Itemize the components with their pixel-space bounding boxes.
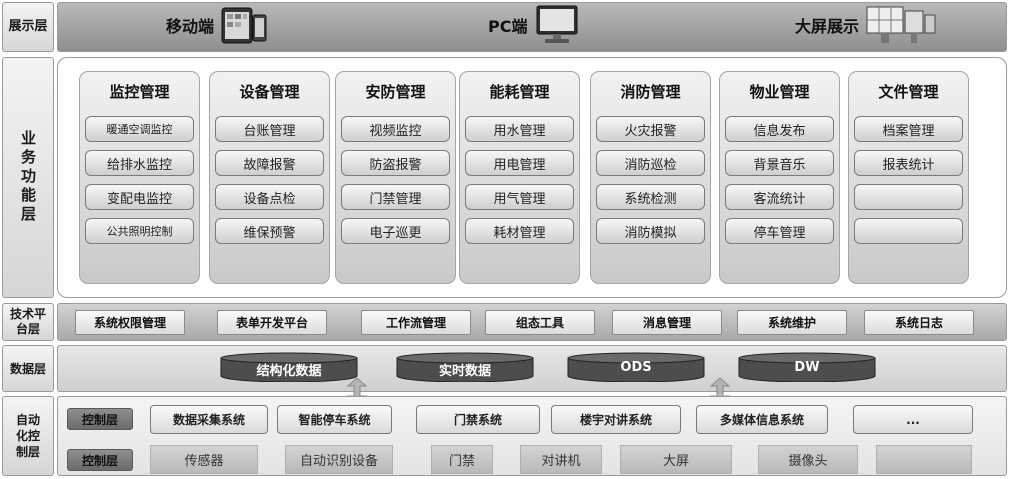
- module-item-button[interactable]: 暖通空调监控: [85, 116, 194, 142]
- module-item-button[interactable]: 故障报警: [215, 150, 324, 176]
- big-screen-icon: [866, 6, 936, 43]
- module-item-button[interactable]: 防盗报警: [341, 150, 450, 176]
- business-layer-text: 业务功能层: [19, 130, 37, 225]
- layer-label-tech: 技术平台层: [2, 303, 54, 341]
- module-title: 设备管理: [239, 83, 300, 101]
- module-item-button[interactable]: 消防巡检: [596, 150, 705, 176]
- module-item-button[interactable]: 用电管理: [465, 150, 574, 176]
- module-item-button[interactable]: 门禁管理: [341, 184, 450, 210]
- device-item[interactable]: 传感器: [150, 445, 258, 474]
- control-system-item[interactable]: 门禁系统: [416, 405, 540, 434]
- database-cylinder-icon: [738, 352, 876, 382]
- pc-monitor-icon: [536, 5, 578, 43]
- control-system-item[interactable]: ...: [853, 405, 973, 434]
- module-title: 物业管理: [749, 83, 810, 101]
- module-item-button[interactable]: 维保预警: [215, 218, 324, 244]
- module-panel: 能耗管理用水管理用电管理用气管理耗材管理: [459, 71, 580, 284]
- presentation-layer-text: 展示层: [8, 19, 48, 34]
- tech-platform-item[interactable]: 表单开发平台: [217, 310, 327, 335]
- module-panel: 文件管理档案管理报表统计: [848, 71, 969, 284]
- control-layer-label: 控制层: [67, 408, 133, 430]
- module-item-button[interactable]: [854, 218, 963, 244]
- module-item-button[interactable]: 公共照明控制: [85, 218, 194, 244]
- tech-platform-item[interactable]: 系统日志: [864, 310, 974, 335]
- control-system-item[interactable]: 楼宇对讲系统: [551, 405, 681, 434]
- pc-endpoint: PC端: [488, 4, 581, 46]
- module-item-button[interactable]: 档案管理: [854, 116, 963, 142]
- database-cylinder-icon: [220, 352, 358, 382]
- tech-platform-item[interactable]: 系统权限管理: [75, 310, 185, 335]
- tech-platform-item[interactable]: 组态工具: [485, 310, 595, 335]
- layer-label-data: 数据层: [2, 345, 54, 392]
- module-item-button[interactable]: 客流统计: [725, 184, 834, 210]
- layer-label-automation: 自动化控制层: [2, 396, 54, 476]
- module-item-button[interactable]: 用气管理: [465, 184, 574, 210]
- module-title: 安防管理: [365, 83, 426, 101]
- pc-label: PC端: [488, 17, 528, 36]
- data-store-label: ODS: [620, 360, 652, 375]
- module-item-button[interactable]: 变配电监控: [85, 184, 194, 210]
- control-system-item[interactable]: 多媒体信息系统: [696, 405, 828, 434]
- module-panel: 安防管理视频监控防盗报警门禁管理电子巡更: [335, 71, 456, 284]
- database-cylinder-icon: [396, 352, 534, 382]
- data-layer-text: 数据层: [9, 361, 46, 376]
- device-item[interactable]: [876, 445, 972, 474]
- device-item[interactable]: 自动识别设备: [285, 445, 393, 474]
- module-title: 监控管理: [109, 83, 170, 101]
- tech-layer-text: 技术平台层: [9, 307, 46, 336]
- tech-platform-item[interactable]: 工作流管理: [361, 310, 471, 335]
- module-item-button[interactable]: 电子巡更: [341, 218, 450, 244]
- data-store-label: 结构化数据: [256, 364, 322, 379]
- module-item-button[interactable]: [854, 184, 963, 210]
- module-item-button[interactable]: 背景音乐: [725, 150, 834, 176]
- module-title: 能耗管理: [489, 83, 550, 101]
- module-title: 消防管理: [620, 83, 681, 101]
- module-item-button[interactable]: 报表统计: [854, 150, 963, 176]
- presentation-band: [57, 2, 1007, 52]
- tech-platform-item[interactable]: 系统维护: [737, 310, 847, 335]
- module-item-button[interactable]: 消防模拟: [596, 218, 705, 244]
- module-item-button[interactable]: 台账管理: [215, 116, 324, 142]
- module-panel: 消防管理火灾报警消防巡检系统检测消防模拟: [590, 71, 711, 284]
- device-item[interactable]: 大屏: [620, 445, 732, 474]
- automation-layer-text: 自动化控制层: [15, 413, 40, 459]
- module-item-button[interactable]: 耗材管理: [465, 218, 574, 244]
- module-item-button[interactable]: 停车管理: [725, 218, 834, 244]
- mobile-label: 移动端: [166, 17, 215, 36]
- module-item-button[interactable]: 系统检测: [596, 184, 705, 210]
- layer-label-business: 业务功能层: [2, 57, 54, 298]
- data-store-label: DW: [794, 360, 820, 375]
- device-item[interactable]: 门禁: [431, 445, 493, 474]
- module-item-button[interactable]: 视频监控: [341, 116, 450, 142]
- module-panel: 设备管理台账管理故障报警设备点检维保预警: [209, 71, 330, 284]
- module-item-button[interactable]: 火灾报警: [596, 116, 705, 142]
- module-item-button[interactable]: 给排水监控: [85, 150, 194, 176]
- module-title: 文件管理: [878, 83, 939, 101]
- big-screen-label: 大屏展示: [795, 17, 860, 36]
- big-screen-endpoint: 大屏展示: [795, 4, 937, 46]
- database-cylinder-icon: [567, 352, 705, 382]
- device-item[interactable]: 对讲机: [520, 445, 602, 474]
- control-system-item[interactable]: 数据采集系统: [150, 405, 268, 434]
- mobile-endpoint: 移动端: [166, 4, 268, 46]
- module-panel: 物业管理信息发布背景音乐客流统计停车管理: [719, 71, 840, 284]
- module-item-button[interactable]: 信息发布: [725, 116, 834, 142]
- module-item-button[interactable]: 设备点检: [215, 184, 324, 210]
- tech-platform-item[interactable]: 消息管理: [612, 310, 722, 335]
- control-system-item[interactable]: 智能停车系统: [277, 405, 392, 434]
- data-store-label: 实时数据: [438, 364, 491, 379]
- module-item-button[interactable]: 用水管理: [465, 116, 574, 142]
- tablet-phone-icon: [221, 7, 267, 44]
- layer-label-presentation: 展示层: [2, 2, 54, 52]
- module-panel: 监控管理暖通空调监控给排水监控变配电监控公共照明控制: [79, 71, 200, 284]
- device-item[interactable]: 摄像头: [758, 445, 858, 474]
- control-layer-label: 控制层: [67, 449, 133, 471]
